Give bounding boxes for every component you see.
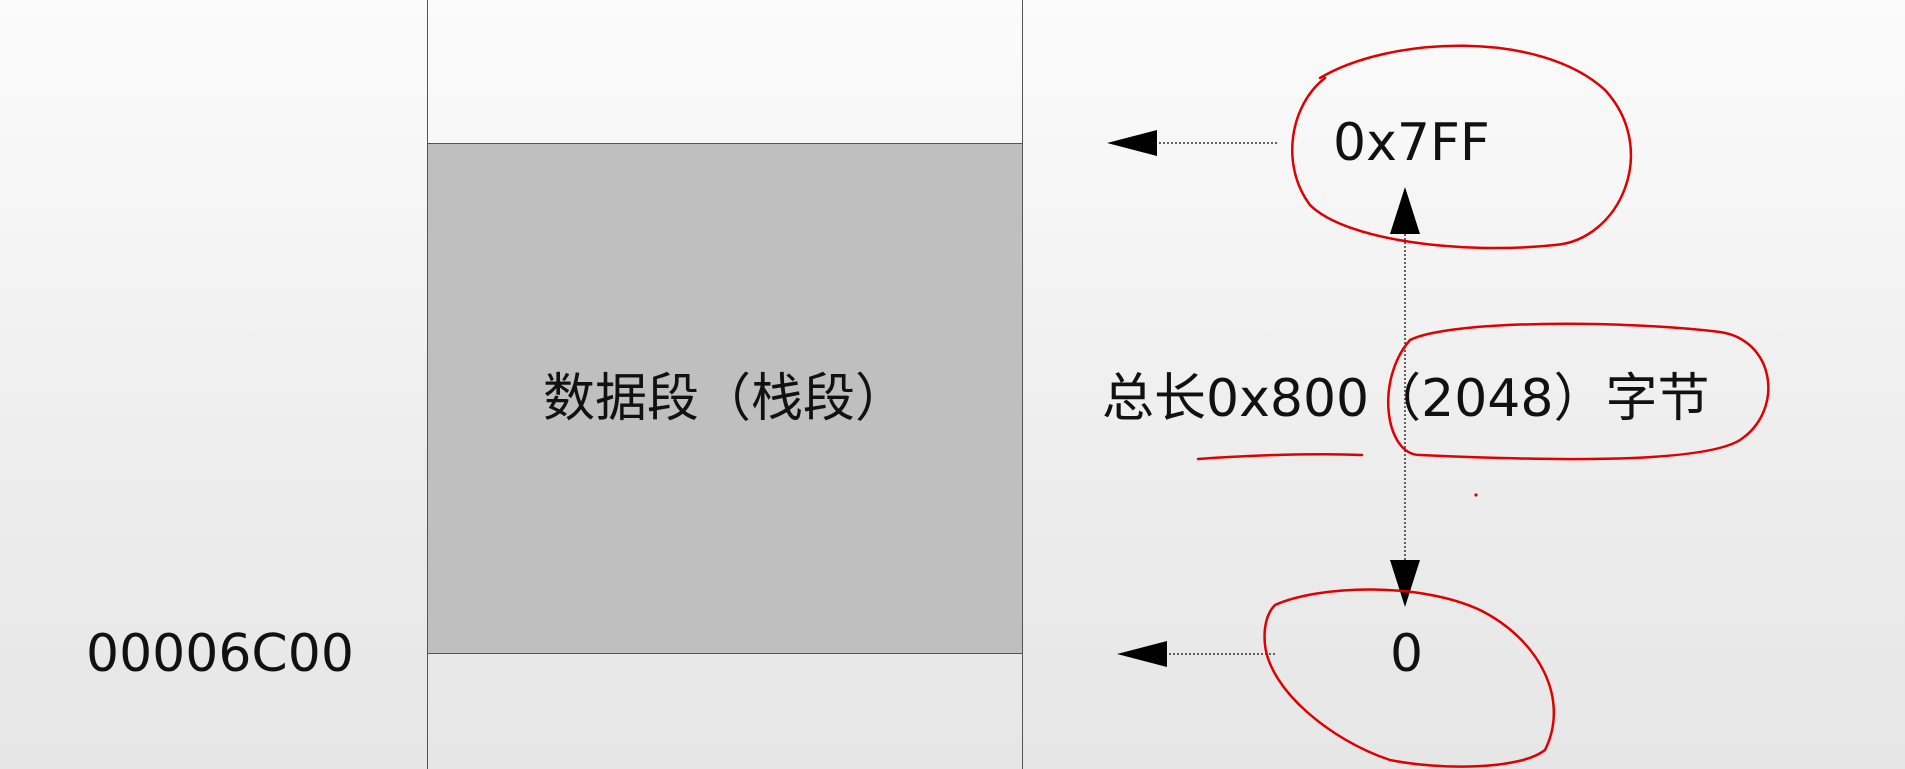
bottom-offset-label: 0 bbox=[1390, 624, 1424, 684]
top-pointer-arrowhead bbox=[1107, 130, 1157, 156]
annotation-underline bbox=[1196, 452, 1364, 461]
segment-label: 数据段（栈段） bbox=[542, 369, 907, 429]
bottom-pointer-arrowhead bbox=[1117, 641, 1167, 667]
length-arrowhead-up bbox=[1390, 187, 1420, 234]
annotation-circle-bottom bbox=[1263, 588, 1555, 768]
data-segment-block bbox=[427, 143, 1023, 654]
annotation-dot bbox=[1474, 493, 1478, 497]
annotation-circle-top bbox=[1291, 44, 1633, 250]
segment-start-address: 00006C00 bbox=[86, 624, 354, 684]
top-offset-label: 0x7FF bbox=[1333, 113, 1490, 173]
annotation-circle-length bbox=[1387, 322, 1770, 461]
length-arrowhead-down bbox=[1390, 560, 1420, 607]
